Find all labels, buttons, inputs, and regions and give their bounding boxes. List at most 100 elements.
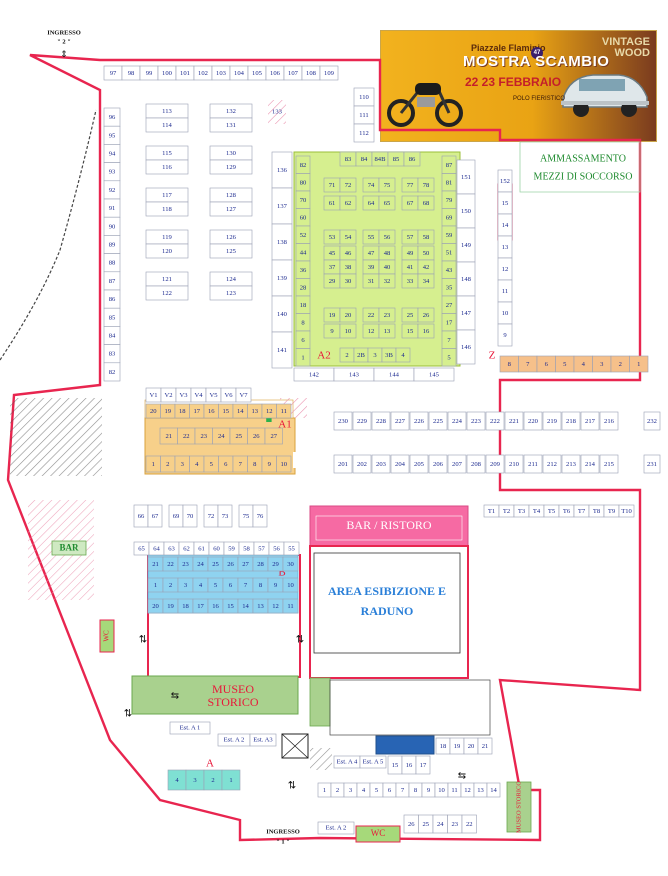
stand-wc-11[interactable]: 11 [502, 288, 508, 295]
stand-207[interactable]: 207 [452, 461, 463, 468]
stand-g-84B[interactable]: 84B [375, 156, 387, 163]
stand-gc-55[interactable]: 55 [368, 234, 375, 241]
stand-b2-3[interactable]: 3 [184, 582, 188, 589]
stand-T4[interactable]: T4 [533, 508, 541, 515]
stand-a1b-2[interactable]: 2 [166, 461, 169, 468]
stand-a-1[interactable]: 1 [229, 777, 232, 784]
stand-a1t-15[interactable]: 15 [222, 408, 229, 415]
stand-125[interactable]: 125 [226, 248, 237, 255]
stand-b-65[interactable]: 65 [138, 546, 145, 553]
stand-gl-82[interactable]: 82 [300, 162, 307, 169]
stand-r22-24[interactable]: 24 [437, 821, 444, 828]
stand-a1t-18[interactable]: 18 [179, 408, 186, 415]
stand-gc-30[interactable]: 30 [345, 278, 352, 285]
stand-gc-34[interactable]: 34 [423, 278, 430, 285]
stand-or-149[interactable]: 149 [461, 242, 472, 249]
stand-a1m-25[interactable]: 25 [235, 433, 242, 440]
stand-96[interactable]: 96 [109, 114, 116, 121]
stand-90[interactable]: 90 [109, 223, 116, 230]
stand-ol-137[interactable]: 137 [277, 203, 288, 210]
stand-gc-48[interactable]: 48 [384, 250, 391, 257]
stand-110[interactable]: 110 [359, 94, 369, 101]
stand-b3-11[interactable]: 11 [287, 603, 293, 610]
stand-gr-81[interactable]: 81 [446, 179, 453, 186]
stand-b-61[interactable]: 61 [198, 546, 205, 553]
stand-wc-15[interactable]: 15 [502, 200, 509, 207]
stand-gc-61[interactable]: 61 [329, 200, 336, 207]
stand-115[interactable]: 115 [162, 150, 172, 157]
stand-gc-41[interactable]: 41 [407, 264, 414, 271]
stand-gr-79[interactable]: 79 [446, 197, 453, 204]
stand-z-3[interactable]: 3 [600, 361, 604, 368]
stand-r15-15[interactable]: 15 [392, 762, 399, 769]
stand-gc-23[interactable]: 23 [384, 312, 391, 319]
stand-bt-2[interactable]: 2 [336, 787, 339, 794]
stand-gc-32[interactable]: 32 [384, 278, 391, 285]
stand-82[interactable]: 82 [109, 369, 116, 376]
stand-226[interactable]: 226 [414, 418, 425, 425]
stand-92[interactable]: 92 [109, 187, 116, 194]
stand-a1m-26[interactable]: 26 [253, 433, 260, 440]
stand-230[interactable]: 230 [338, 418, 349, 425]
stand-V5[interactable]: V5 [209, 392, 218, 399]
stand-a-3[interactable]: 3 [193, 777, 197, 784]
stand-227[interactable]: 227 [395, 418, 406, 425]
stand-66[interactable]: 66 [138, 513, 145, 520]
stand-ob-145[interactable]: 145 [429, 372, 440, 379]
stand-107[interactable]: 107 [288, 70, 299, 77]
stand-75[interactable]: 75 [243, 513, 250, 520]
stand-116[interactable]: 116 [162, 164, 172, 171]
stand-229[interactable]: 229 [357, 418, 368, 425]
stand-a1t-20[interactable]: 20 [150, 408, 157, 415]
stand-or-151[interactable]: 151 [461, 174, 471, 181]
stand-128[interactable]: 128 [226, 192, 237, 199]
stand-100[interactable]: 100 [162, 70, 173, 77]
stand-85[interactable]: 85 [109, 314, 116, 321]
stand-gc-42[interactable]: 42 [423, 264, 430, 271]
stand-a1m-23[interactable]: 23 [200, 433, 207, 440]
stand-z-2[interactable]: 2 [619, 361, 622, 368]
stand-203[interactable]: 203 [376, 461, 387, 468]
stand-b1-26[interactable]: 26 [227, 561, 234, 568]
stand-b1-22[interactable]: 22 [167, 561, 174, 568]
stand-a1m-21[interactable]: 21 [165, 433, 172, 440]
stand-bt-7[interactable]: 7 [401, 787, 405, 794]
stand-ol-141[interactable]: 141 [277, 347, 287, 354]
stand-gr-69[interactable]: 69 [446, 214, 453, 221]
stand-a1t-13[interactable]: 13 [251, 408, 258, 415]
stand-wc-9[interactable]: 9 [503, 332, 507, 339]
stand-120[interactable]: 120 [162, 248, 173, 255]
stand-b2-10[interactable]: 10 [287, 582, 294, 589]
stand-z-4[interactable]: 4 [582, 361, 586, 368]
stand-b-64[interactable]: 64 [153, 546, 160, 553]
stand-gc-16[interactable]: 16 [423, 328, 430, 335]
stand-97[interactable]: 97 [110, 70, 117, 77]
stand-122[interactable]: 122 [162, 290, 172, 297]
stand-a1b-7[interactable]: 7 [239, 461, 243, 468]
stand-a1t-16[interactable]: 16 [208, 408, 215, 415]
stand-T1[interactable]: T1 [488, 508, 495, 515]
stand-gl-52[interactable]: 52 [300, 232, 307, 239]
stand-T10[interactable]: T10 [621, 508, 632, 515]
stand-b3-14[interactable]: 14 [242, 603, 249, 610]
stand-b2-7[interactable]: 7 [244, 582, 248, 589]
stand-gc-20[interactable]: 20 [345, 312, 352, 319]
stand-b1-29[interactable]: 29 [272, 561, 279, 568]
stand-b1-27[interactable]: 27 [242, 561, 249, 568]
stand-bt-13[interactable]: 13 [477, 787, 484, 794]
stand-b3-15[interactable]: 15 [227, 603, 234, 610]
stand-wc-14[interactable]: 14 [502, 222, 509, 229]
stand-or-146[interactable]: 146 [461, 344, 472, 351]
stand-a1b-6[interactable]: 6 [224, 461, 228, 468]
stand-b2-5[interactable]: 5 [214, 582, 218, 589]
stand-z-5[interactable]: 5 [563, 361, 567, 368]
stand-109[interactable]: 109 [324, 70, 335, 77]
stand-b3-13[interactable]: 13 [257, 603, 264, 610]
stand-209[interactable]: 209 [490, 461, 501, 468]
stand-gc-78[interactable]: 78 [423, 182, 430, 189]
stand-gc-74[interactable]: 74 [368, 182, 375, 189]
stand-r15-17[interactable]: 17 [420, 762, 427, 769]
stand-a1t-17[interactable]: 17 [193, 408, 200, 415]
stand-gl-6[interactable]: 6 [301, 337, 305, 344]
stand-gc-10[interactable]: 10 [345, 328, 352, 335]
